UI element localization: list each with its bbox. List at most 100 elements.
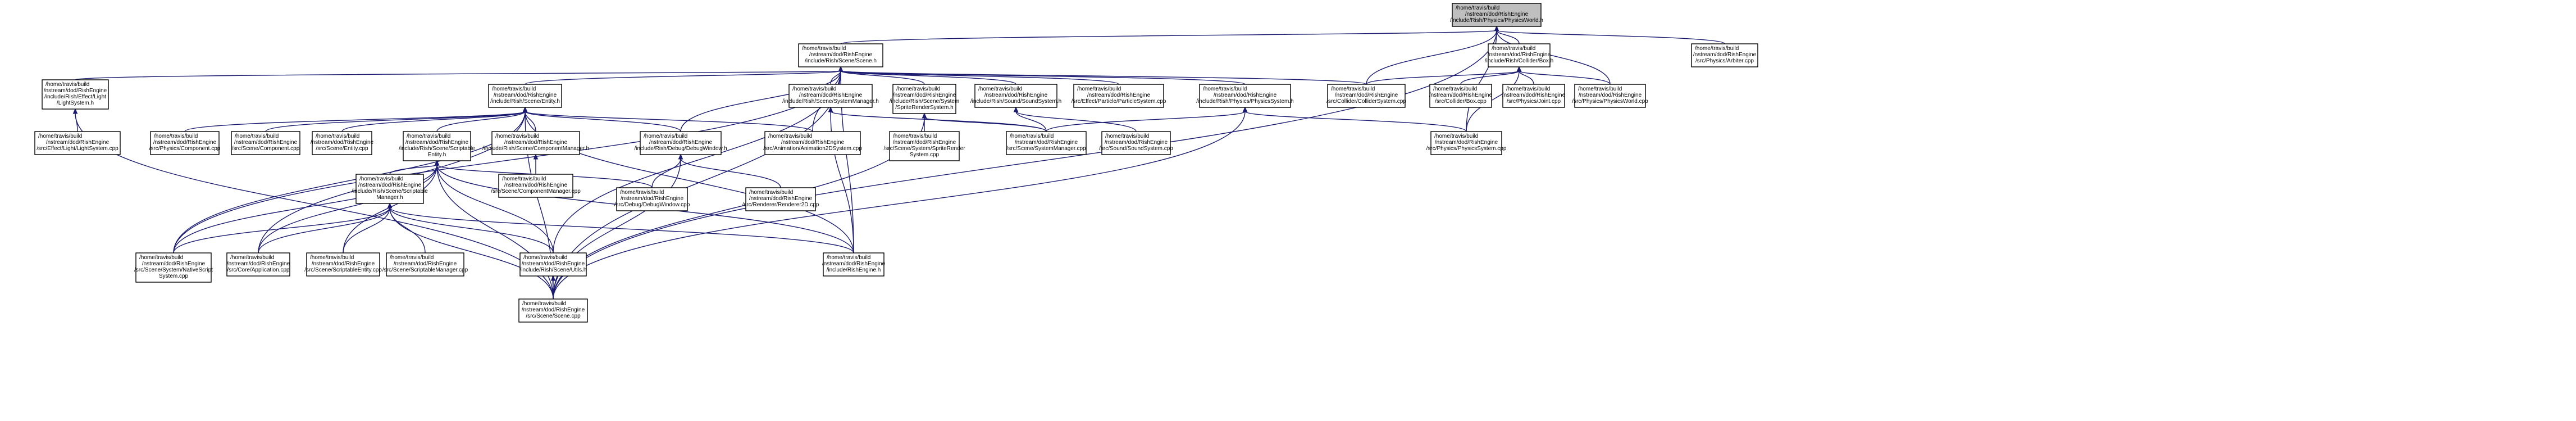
node-componentmanager_h[interactable]: /home/travis/build/nstream/dod/RishEngin…: [482, 131, 589, 155]
node-box: [498, 174, 573, 198]
node-arbiter_cpp[interactable]: /home/travis/build/nstream/dod/RishEngin…: [1691, 43, 1758, 67]
arrowhead-scene_cpp-to-debugwindow_h: [678, 153, 683, 160]
node-label-line: /home/travis/build: [523, 255, 567, 261]
node-joint_cpp[interactable]: /home/travis/build/nstream/dod/RishEngin…: [1502, 84, 1566, 108]
node-label-line: System.cpp: [159, 273, 189, 279]
node-box: [226, 252, 290, 277]
edge-application_cpp-to-scriptablemanager_h: [258, 207, 390, 253]
node-systemmanager_cpp[interactable]: /home/travis/build/nstream/dod/RishEngin…: [1006, 131, 1087, 155]
node-label-line: /nstream/dod/RishEngine: [311, 139, 374, 146]
node-label-line: /home/travis/build: [1331, 86, 1375, 92]
node-label-line: /include/RishEngine.h: [827, 267, 881, 273]
node-collidersys_h[interactable]: /home/travis/build/nstream/dod/RishEngin…: [1485, 43, 1553, 67]
node-spriterender_cpp[interactable]: /home/travis/build/nstream/dod/RishEngin…: [883, 131, 965, 161]
node-label-line: /home/travis/build: [154, 133, 198, 139]
node-scriptablemanager_cpp[interactable]: /home/travis/build/nstream/dod/RishEngin…: [382, 252, 468, 277]
node-lightsystem_cpp[interactable]: /home/travis/build/nstream/dod/RishEngin…: [34, 131, 121, 155]
node-label-line: /home/travis/build: [310, 255, 354, 261]
edge-debugwindow_h-to-scene_h: [680, 70, 841, 132]
edge-debugwindow_cpp-to-debugwindow_h: [651, 158, 681, 188]
node-label-line: /src/Effect/Light/LightSystem.cpp: [37, 146, 118, 152]
node-renderer2d_cpp[interactable]: /home/travis/build/nstream/dod/RishEngin…: [742, 187, 819, 211]
node-box: [974, 84, 1057, 108]
node-animation2d_cpp[interactable]: /home/travis/build/nstream/dod/RishEngin…: [763, 131, 862, 155]
node-box: [1429, 84, 1492, 108]
node-application_cpp[interactable]: /home/travis/build/nstream/dod/RishEngin…: [226, 252, 290, 277]
node-label-line: /nstream/dod/RishEngine: [227, 261, 290, 267]
node-scene_cpp[interactable]: /home/travis/build/nstream/dod/RishEngin…: [518, 298, 588, 323]
node-rishengine_h[interactable]: /home/travis/build/nstream/dod/RishEngin…: [822, 252, 886, 277]
node-lightsystem_h[interactable]: /home/travis/build/nstream/dod/RishEngin…: [42, 79, 109, 110]
node-label-line: /home/travis/build: [359, 176, 403, 182]
node-label-line: /home/travis/build: [1105, 133, 1149, 139]
node-label-line: /src/Core/Application.cpp: [227, 267, 290, 273]
node-debugwindow_cpp[interactable]: /home/travis/build/nstream/dod/RishEngin…: [614, 187, 690, 211]
edge-application_cpp-to-scriptableentity_h: [258, 164, 437, 253]
node-spriterender_h[interactable]: /home/travis/build/nstream/dod/RishEngin…: [890, 84, 960, 114]
node-component_scene_cpp[interactable]: /home/travis/build/nstream/dod/RishEngin…: [231, 131, 300, 155]
node-label-line: /nstream/dod/RishEngine: [1579, 92, 1642, 98]
node-box: [616, 187, 688, 211]
node-label-line: /home/travis/build: [1456, 5, 1499, 11]
edge-scriptableentity_cpp-to-scriptablemanager_h: [343, 207, 390, 253]
edge-entity_h-to-scene_h: [525, 70, 841, 85]
node-label-line: /home/travis/build: [1434, 133, 1478, 139]
edge-entity_cpp-to-entity_h: [341, 111, 526, 132]
edge-physicsworld_cpp-to-physicsworld_h: [1496, 30, 1611, 85]
node-box: [1430, 131, 1502, 155]
node-label-line: /nstream/dod/RishEngine: [893, 92, 956, 98]
arrowhead-scene_cpp-to-sceneutils_h: [550, 275, 556, 281]
node-label-line: /nstream/dod/RishEngine: [234, 139, 298, 146]
node-label-line: /include/Rish/Collider/Box.h: [1485, 58, 1553, 64]
arrowhead-scene_cpp-to-spriterender_h: [922, 112, 927, 119]
node-colliderbox_cpp[interactable]: /home/travis/build/nstream/dod/RishEngin…: [1429, 84, 1493, 108]
node-box: [1691, 43, 1758, 67]
edge-lightsystem_h-to-scene_h: [75, 70, 841, 80]
node-label-line: /include/Rish/Debug/DebugWindow.h: [634, 146, 727, 152]
node-box: [488, 84, 562, 108]
node-componentmanager_cpp[interactable]: /home/travis/build/nstream/dod/RishEngin…: [491, 174, 581, 198]
node-scene_h[interactable]: /home/travis/build/nstream/dod/RishEngin…: [798, 43, 883, 67]
node-label-line: /nstream/dod/RishEngine: [358, 182, 422, 188]
node-physicsworld_cpp[interactable]: /home/travis/build/nstream/dod/RishEngin…: [1572, 84, 1648, 108]
node-systemmanager_h[interactable]: /home/travis/build/nstream/dod/RishEngin…: [782, 84, 879, 108]
node-collidersystem_cpp[interactable]: /home/travis/build/nstream/dod/RishEngin…: [1326, 84, 1406, 108]
node-soundsystem_cpp[interactable]: /home/travis/build/nstream/dod/RishEngin…: [1099, 131, 1173, 155]
node-label-line: /nstream/dod/RishEngine: [405, 139, 469, 146]
node-label-line: /home/travis/build: [1492, 46, 1535, 52]
node-label-line: /include/Rish/Physics/PhysicsSystem.h: [1196, 98, 1293, 105]
node-physicsworld_h[interactable]: /home/travis/build/nstream/dod/RishEngin…: [1450, 3, 1543, 27]
node-scriptableentity_cpp[interactable]: /home/travis/build/nstream/dod/RishEngin…: [304, 252, 382, 277]
node-label-line: /nstream/dod/RishEngine: [984, 92, 1048, 98]
node-nativescript_cpp[interactable]: /home/travis/build/nstream/dod/RishEngin…: [134, 252, 213, 283]
node-label-line: /nstream/dod/RishEngine: [781, 139, 845, 146]
node-box: [640, 131, 722, 155]
node-label-line: /nstream/dod/RishEngine: [1087, 92, 1151, 98]
node-scriptableentity_h[interactable]: /home/travis/build/nstream/dod/RishEngin…: [399, 131, 475, 161]
node-label-line: /nstream/dod/RishEngine: [649, 139, 713, 146]
edge-collidersystem_cpp-to-scene_h: [840, 70, 1367, 85]
node-box: [491, 131, 580, 155]
node-label-line: /nstream/dod/RishEngine: [893, 139, 956, 146]
node-label-line: /LightSystem.h: [57, 100, 94, 106]
node-component_physics_cpp[interactable]: /home/travis/build/nstream/dod/RishEngin…: [149, 131, 221, 155]
node-label-line: /home/travis/build: [1578, 86, 1622, 92]
node-entity_cpp[interactable]: /home/travis/build/nstream/dod/RishEngin…: [311, 131, 374, 155]
node-debugwindow_h[interactable]: /home/travis/build/nstream/dod/RishEngin…: [634, 131, 727, 155]
node-label-line: /home/travis/build: [38, 133, 82, 139]
edge-collidersystem_cpp-to-collidersys_h: [1366, 70, 1520, 85]
node-soundsystem_h[interactable]: /home/travis/build/nstream/dod/RishEngin…: [970, 84, 1061, 108]
arrowhead-scene_cpp-to-lightsystem_h: [72, 108, 78, 114]
edge-collidersystem_cpp-to-physicsworld_h: [1366, 30, 1497, 85]
node-label-line: /home/travis/build: [139, 255, 183, 261]
node-label-line: /src/Physics/PhysicsSystem.cpp: [1426, 146, 1507, 152]
node-physicssystem_h[interactable]: /home/travis/build/nstream/dod/RishEngin…: [1196, 84, 1294, 108]
node-sceneutils_h[interactable]: /home/travis/build/nstream/dod/RishEngin…: [519, 252, 587, 277]
node-label-line: /nstream/dod/RishEngine: [46, 139, 110, 146]
node-scriptablemanager_h[interactable]: /home/travis/build/nstream/dod/RishEngin…: [352, 174, 428, 204]
node-physicssystem_cpp[interactable]: /home/travis/build/nstream/dod/RishEngin…: [1426, 131, 1507, 155]
node-box: [355, 174, 424, 204]
edge-arbiter_cpp-to-physicsworld_h: [1496, 30, 1725, 44]
node-entity_h[interactable]: /home/travis/build/nstream/dod/RishEngin…: [488, 84, 562, 108]
node-particlesystem_cpp[interactable]: /home/travis/build/nstream/dod/RishEngin…: [1072, 84, 1166, 108]
